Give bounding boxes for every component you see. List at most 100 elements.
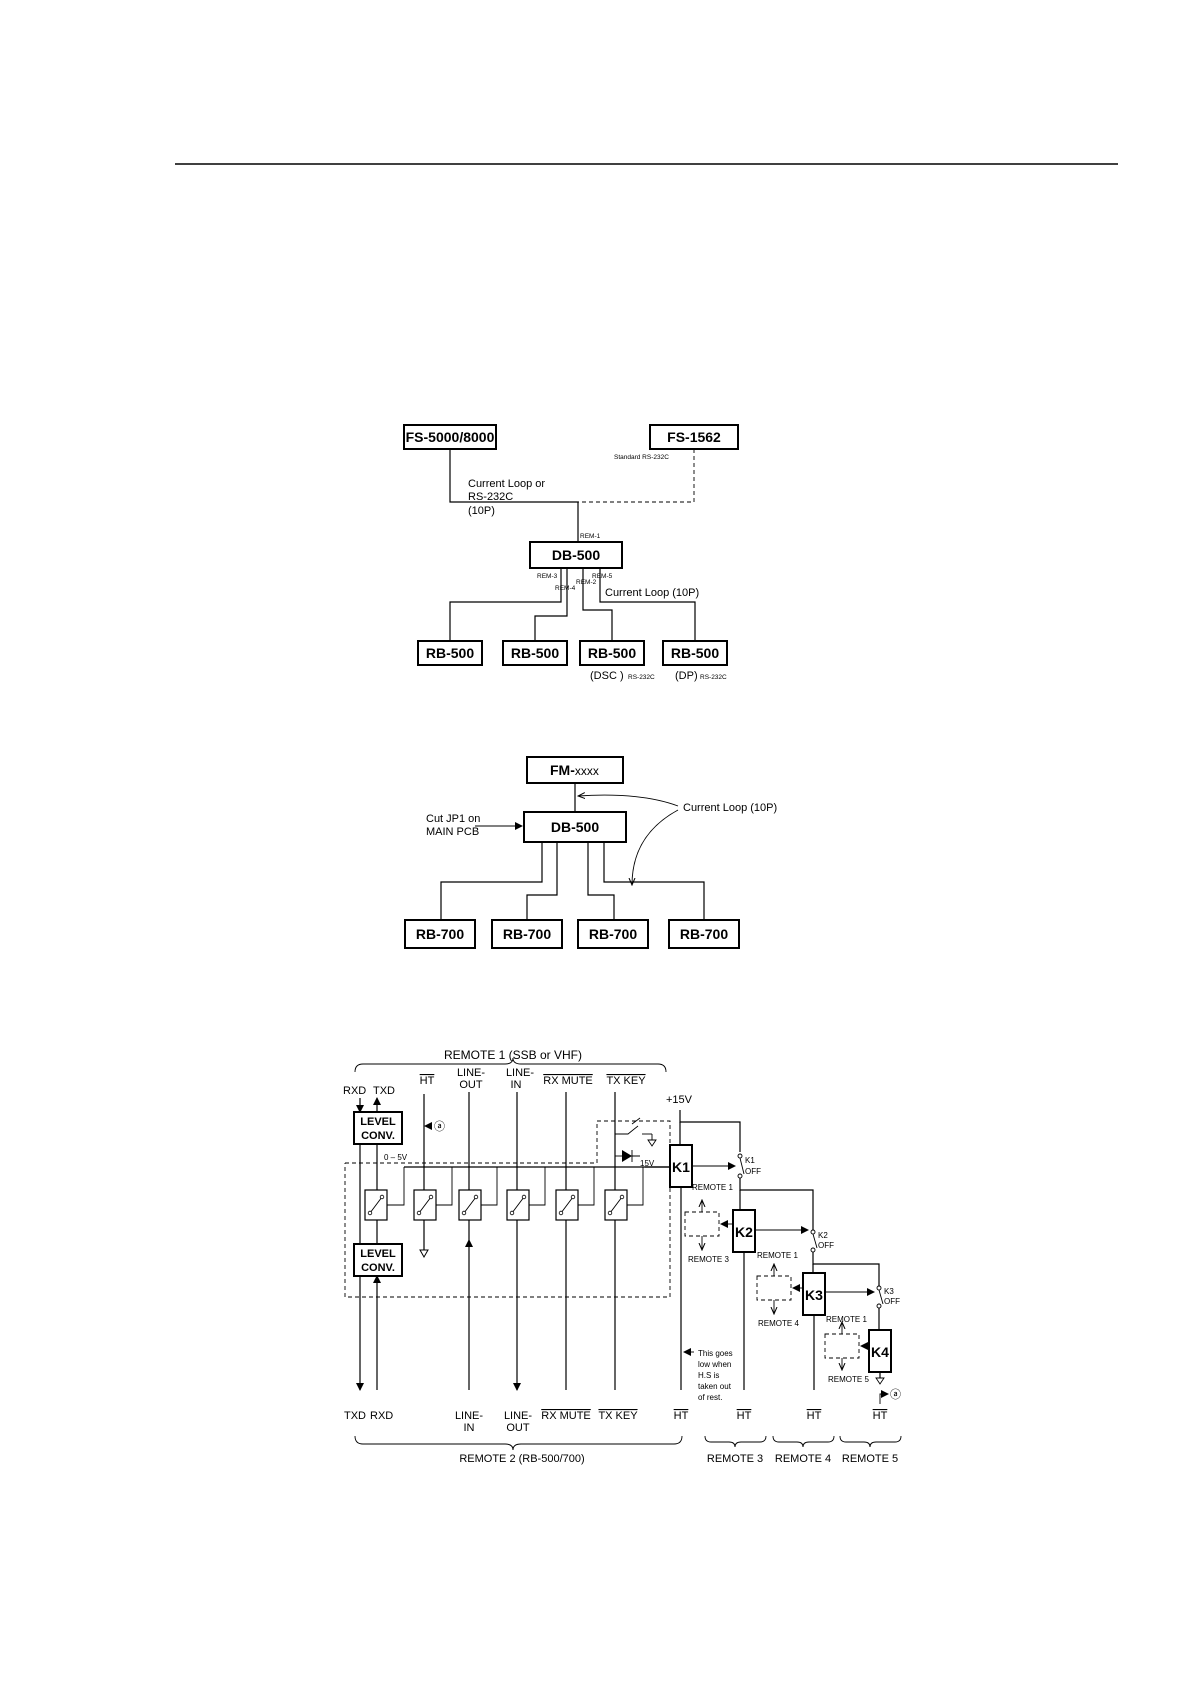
rem3-line xyxy=(449,568,562,640)
fm-box xyxy=(526,756,624,784)
rb500-label-4: RB-500 xyxy=(671,645,719,661)
db500-rb700-line-3 xyxy=(587,842,615,920)
ht-k3-label: HT xyxy=(807,1410,822,1422)
db500-rb700-line-1 xyxy=(440,842,543,920)
remote1-k2-label: REMOTE 1 xyxy=(757,1251,798,1260)
remote4-brace xyxy=(772,1435,835,1448)
ht-ground xyxy=(419,1249,429,1259)
rb700-label-2: RB-700 xyxy=(503,926,551,942)
k2-relay-label: K2 xyxy=(735,1224,753,1240)
line-in-top-label-1: LINE- xyxy=(506,1067,534,1079)
line-in-top-label-2: IN xyxy=(511,1079,522,1091)
k2-off-label: OFF xyxy=(818,1241,834,1250)
fs5000-line xyxy=(449,449,579,542)
tx-key-top-label: TX KEY xyxy=(606,1075,646,1087)
tx-key-bottom-label: TX KEY xyxy=(598,1410,638,1422)
rem1-label: REM-1 xyxy=(580,533,601,540)
diagram1: FS-5000/8000 FS-1562 Standard RS-232C Cu… xyxy=(403,424,739,682)
note-line-3: H.S is xyxy=(698,1371,719,1380)
current-loop-arrow-up xyxy=(578,795,679,807)
rb500-label-1: RB-500 xyxy=(426,645,474,661)
circle-a-label-2: ⓐ xyxy=(890,1388,901,1401)
k2-out-line xyxy=(812,1252,880,1288)
fs1562-label: FS-1562 xyxy=(667,429,721,445)
k1-contact-label: K1 xyxy=(745,1156,755,1165)
db500-label-2: DB-500 xyxy=(551,819,599,835)
plus15v-label: +15V xyxy=(666,1094,693,1106)
circuit-dashed-box xyxy=(344,1120,671,1298)
main-pcb-label: MAIN PCB xyxy=(426,826,479,838)
remote2-label: REMOTE 2 (RB-500/700) xyxy=(459,1453,584,1465)
switch-rx-mute xyxy=(555,1167,595,1221)
remote5-block xyxy=(824,1333,860,1359)
rem5-label: REM-5 xyxy=(592,573,613,580)
note-line-2: low when xyxy=(698,1360,731,1369)
rb700-label-4: RB-700 xyxy=(680,926,728,942)
remote3-bottom-label: REMOTE 3 xyxy=(707,1453,763,1465)
note-line-5: of rest. xyxy=(698,1393,722,1402)
rxd-bottom-label: RXD xyxy=(370,1410,393,1422)
level-conv-top-label-1: LEVEL xyxy=(360,1116,396,1128)
rem3-label: REM-3 xyxy=(537,573,558,580)
standard-rs232c-label: Standard RS-232C xyxy=(614,454,669,461)
rb500-label-2: RB-500 xyxy=(511,645,559,661)
k4-relay-label: K4 xyxy=(871,1344,889,1360)
k1-off-label: OFF xyxy=(745,1167,761,1176)
plus15v-rail xyxy=(679,1110,741,1152)
db500-box xyxy=(529,541,623,569)
switch-line-in xyxy=(506,1167,546,1221)
level-conv-bottom-label-2: CONV. xyxy=(361,1262,395,1274)
rb700-box-2 xyxy=(491,919,563,949)
remote4-label: REMOTE 4 xyxy=(758,1319,799,1328)
remote4-block xyxy=(756,1275,792,1301)
ht-k4-label: HT xyxy=(873,1410,888,1422)
level-conv-bottom-box xyxy=(353,1243,403,1277)
rs232c-label: RS-232C xyxy=(468,491,513,503)
rb700-label-3: RB-700 xyxy=(589,926,637,942)
circle-a-arrow-2 xyxy=(879,1390,889,1404)
line-out-bottom-label-1: LINE- xyxy=(504,1410,532,1422)
line-out-top-label-1: LINE- xyxy=(457,1067,485,1079)
k3-off-label: OFF xyxy=(884,1297,900,1306)
k3-contact-label: K3 xyxy=(884,1287,894,1296)
k3-relay-label: K3 xyxy=(805,1287,823,1303)
cut-jp1-label: Cut JP1 on xyxy=(426,813,480,825)
dsc-rs232c-label: RS-232C xyxy=(628,674,655,681)
current-loop-arrow-down xyxy=(632,809,679,885)
txd-bottom-label: TXD xyxy=(344,1410,366,1422)
ht-top-label: HT xyxy=(420,1075,435,1087)
remote5-brace xyxy=(839,1435,902,1448)
rb500-box-3 xyxy=(579,640,645,666)
level-conv-top-box xyxy=(353,1111,403,1145)
rxd-top-label: RXD xyxy=(343,1085,366,1097)
rem4-line xyxy=(534,568,568,640)
rem5-line xyxy=(599,568,696,640)
line-out-bottom-label-2: OUT xyxy=(506,1422,530,1434)
line-in-bottom-label-2: IN xyxy=(464,1422,475,1434)
current-loop-10p-label: Current Loop (10P) xyxy=(605,587,699,599)
rem4-label: REM-4 xyxy=(555,585,576,592)
fm-label: FM-xxxx xyxy=(550,762,599,778)
dp-label: (DP) xyxy=(675,670,698,682)
k1-contact xyxy=(737,1153,745,1179)
k2-contact xyxy=(810,1229,818,1253)
line-out-top-label-2: OUT xyxy=(459,1079,483,1091)
line-in-bottom-label-1: LINE- xyxy=(455,1410,483,1422)
switch-tx-key xyxy=(604,1167,644,1221)
15v-label: 15V xyxy=(640,1159,655,1168)
fs1562-dashed-line xyxy=(578,449,695,503)
k1-out-line xyxy=(739,1178,814,1230)
rb700-box-1 xyxy=(404,919,476,949)
10p-label: (10P) xyxy=(468,505,495,517)
0-5v-label: 0 – 5V xyxy=(384,1153,408,1162)
fs5000-label: FS-5000/8000 xyxy=(406,429,495,445)
rem2-line xyxy=(582,568,613,640)
remote3-brace xyxy=(704,1435,767,1448)
switch-rxd xyxy=(364,1167,405,1221)
rb700-label-1: RB-700 xyxy=(416,926,464,942)
db500-box-2 xyxy=(523,811,627,843)
rb700-box-3 xyxy=(577,919,649,949)
switch-line-out xyxy=(458,1167,498,1221)
rb700-box-4 xyxy=(668,919,740,949)
